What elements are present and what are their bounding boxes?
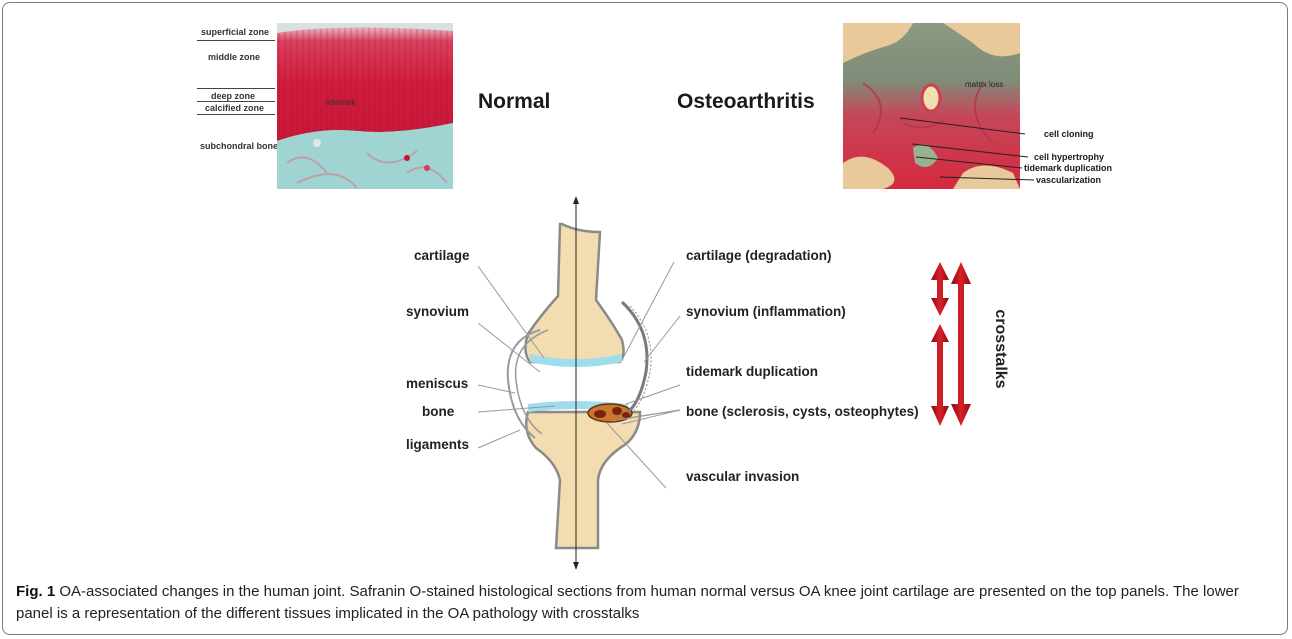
caption-prefix: Fig. 1 <box>16 583 55 600</box>
double-arrow-long <box>951 262 971 426</box>
caption-text: OA-associated changes in the human joint… <box>16 583 1239 622</box>
crosstalks-label: crosstalks <box>991 299 1009 399</box>
double-arrow-short-top <box>931 262 949 316</box>
figure-caption: Fig. 1 OA-associated changes in the huma… <box>16 581 1278 625</box>
double-arrow-short-bottom <box>931 324 949 426</box>
